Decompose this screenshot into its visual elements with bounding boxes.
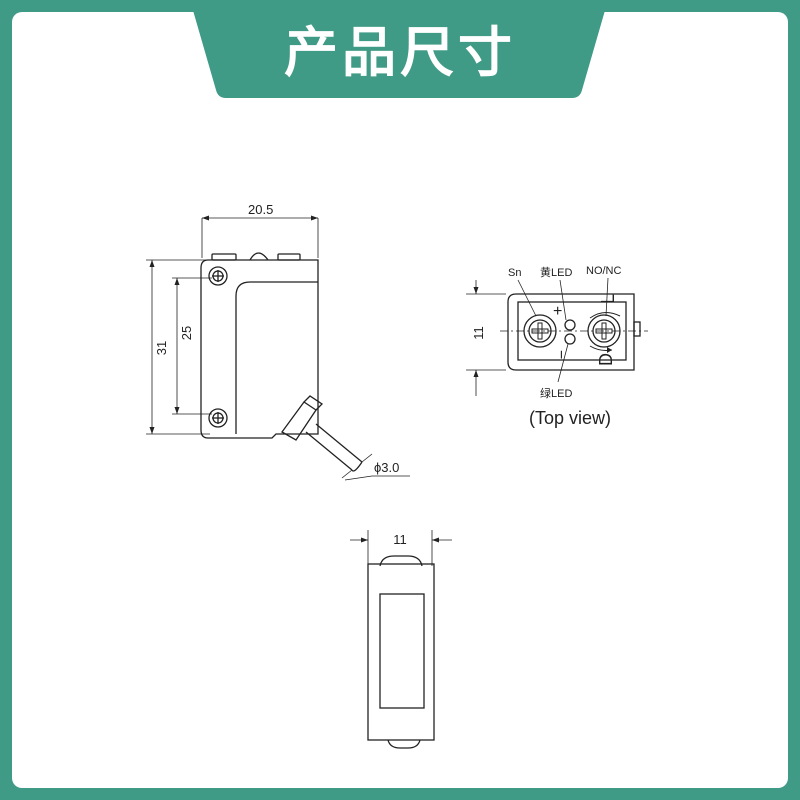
- front-view: 20.5 31 25: [146, 202, 410, 481]
- cable-diameter-label: ϕ3.0: [374, 460, 399, 475]
- side-width-dimension-label: 11: [393, 532, 407, 547]
- green-led-label: 绿LED: [540, 386, 572, 400]
- width-dimension-label: 20.5: [248, 202, 273, 217]
- plus-sign: +: [553, 303, 562, 320]
- nonc-label: NO/NC: [586, 265, 622, 277]
- d-label: D: [596, 353, 616, 366]
- l-label: L: [598, 294, 618, 304]
- top-view: 11 Sn 黄LED NO/NC 绿LED + − L D (Top view): [466, 265, 648, 428]
- height-outer-dimension-label: 31: [154, 341, 169, 355]
- title-banner: [190, 0, 608, 98]
- top-view-caption: (Top view): [529, 408, 611, 428]
- content-panel: [12, 12, 788, 788]
- top-height-dimension-label: 11: [471, 326, 486, 340]
- height-inner-dimension-label: 25: [179, 326, 194, 340]
- sn-label: Sn: [508, 267, 521, 279]
- page-title: 产品尺寸: [284, 21, 516, 84]
- yellow-led-label: 黄LED: [540, 265, 572, 279]
- minus-sign: −: [552, 350, 569, 359]
- side-view: 11: [350, 530, 452, 749]
